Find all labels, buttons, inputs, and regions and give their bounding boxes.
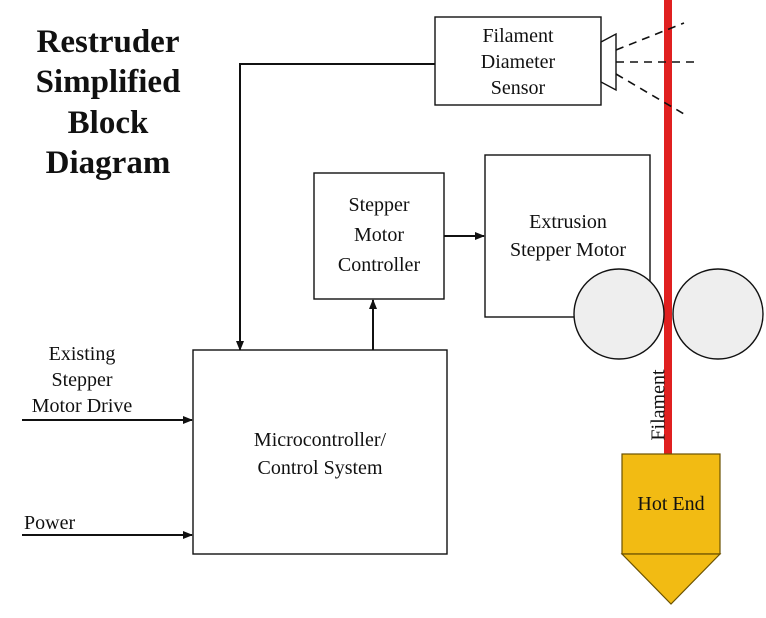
title-line-1: Restruder: [37, 24, 180, 60]
sensor-label-line-1: Filament: [482, 25, 554, 47]
filament-strand: [664, 0, 672, 455]
title-line-4: Diagram: [46, 145, 171, 181]
microcontroller-block: [192, 349, 448, 555]
hot-end-nozzle: [620, 553, 722, 605]
title-line-2: Simplified: [36, 64, 181, 100]
microcontroller-label-line-2: Control System: [257, 457, 382, 479]
existing-drive-label-line-1: Existing: [49, 343, 116, 365]
existing-drive-label-line-3: Motor Drive: [32, 395, 133, 417]
drive-roller-left: [573, 268, 665, 360]
sensor-beam-lower: [615, 73, 685, 115]
sensor-beam-upper: [615, 22, 685, 51]
controller-label-line-3: Controller: [338, 254, 421, 276]
motor-label-line-1: Extrusion: [529, 211, 607, 233]
power-label: Power: [24, 512, 75, 534]
sensor-feedback-arrow: [236, 63, 435, 351]
sensor-label-line-3: Sensor: [491, 77, 546, 99]
controller-label-line-2: Motor: [354, 224, 404, 246]
controller-label-line-1: Stepper: [348, 194, 409, 216]
hot-end-label: Hot End: [637, 493, 704, 515]
sensor-label-line-2: Diameter: [481, 51, 556, 73]
sensor-lens-icon: [600, 32, 617, 92]
diagram-title: Restruder Simplified Block Diagram: [36, 24, 181, 181]
stepper-motor-controller-block: [313, 172, 445, 300]
title-line-3: Block: [68, 105, 149, 141]
filament-label: Filament: [648, 369, 670, 441]
drive-roller-right: [672, 268, 764, 360]
filament-diameter-sensor-block: [434, 16, 602, 106]
motor-label-line-2: Stepper Motor: [510, 239, 626, 261]
microcontroller-label-line-1: Microcontroller/: [254, 429, 387, 451]
existing-drive-label-line-2: Stepper: [51, 369, 112, 391]
hot-end-block: [621, 453, 721, 555]
